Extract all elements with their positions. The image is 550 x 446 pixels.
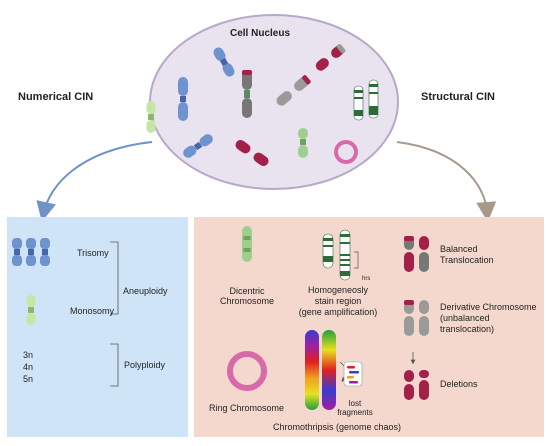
deletion-chromosomes	[404, 370, 429, 400]
lost-fragments-label-2: fragments	[337, 408, 373, 417]
ring-chromosome	[227, 351, 267, 391]
nucleus-chromosome-crimson-1	[315, 44, 346, 71]
monosomy-chromosome	[26, 295, 36, 325]
balanced-translocation-chromosomes	[404, 236, 429, 272]
nucleus-ring-chromosome	[334, 140, 358, 164]
monosomy-label: Monosomy	[70, 306, 115, 316]
structural-panel	[194, 217, 544, 437]
derivative-label-1: Derivative Chromosome	[440, 302, 537, 312]
trisomy-chromosomes	[12, 238, 50, 266]
hrs-label: hrs	[362, 276, 371, 282]
chromothripsis-label: Chromothripsis (genome chaos)	[273, 422, 402, 432]
derivative-label-2: (unbalanced	[440, 313, 490, 323]
numerical-heading: Numerical CIN	[18, 91, 94, 103]
hsr-label-3: (gene amplification)	[298, 307, 378, 317]
balanced-label-1: Balanced	[440, 244, 478, 254]
dicentric-label-1: Dicentric	[229, 286, 265, 296]
nucleus-chromosome-green	[298, 128, 308, 158]
polyploidy-bracket	[110, 343, 119, 387]
derivative-chromosomes	[404, 300, 429, 336]
nucleus-chromosome-blue-1	[213, 47, 235, 77]
nucleus-chromosome-gray-x	[276, 75, 311, 106]
numerical-panel	[7, 217, 188, 437]
nucleus-title: Cell Nucleus	[230, 28, 291, 39]
nucleus-chromosome-crimson-2	[235, 139, 269, 167]
nucleus-chromosome-blue-3	[183, 134, 213, 158]
nucleus-chromosome-gray-green	[242, 70, 252, 118]
nucleus-chromosome-blue-2	[178, 77, 188, 121]
balanced-label-2: Translocation	[440, 255, 494, 265]
polyploidy-label: Polyploidy	[124, 360, 166, 370]
chromothripsis-chromosomes	[305, 330, 363, 410]
numerical-arrow	[36, 141, 153, 222]
ring-label: Ring Chromosome	[209, 403, 285, 413]
deletions-label: Deletions	[440, 379, 478, 389]
dicentric-label-2: Chromosome	[219, 296, 275, 306]
nucleus-chromosome-banded-pair	[353, 79, 379, 121]
derivative-label-3: translocation)	[440, 324, 495, 334]
structural-arrow	[396, 141, 497, 222]
aneuploidy-label: Aneuploidy	[123, 286, 168, 296]
hsr-chromosomes	[322, 229, 359, 281]
lost-fragments-label-1: lost	[348, 399, 362, 408]
ploidy-3n-label: 3n	[23, 350, 34, 360]
structural-heading: Structural CIN	[421, 91, 495, 103]
loose-chromosome-green	[146, 101, 156, 133]
aneuploidy-bracket	[110, 241, 119, 315]
hsr-label-1: Homogeneosly	[307, 285, 369, 295]
ploidy-4n-label: 4n	[23, 362, 34, 372]
hsr-label-2: stain region	[314, 296, 362, 306]
trisomy-label: Trisomy	[77, 248, 109, 258]
ploidy-5n-label: 5n	[23, 374, 34, 384]
dicentric-chromosome	[242, 226, 252, 262]
